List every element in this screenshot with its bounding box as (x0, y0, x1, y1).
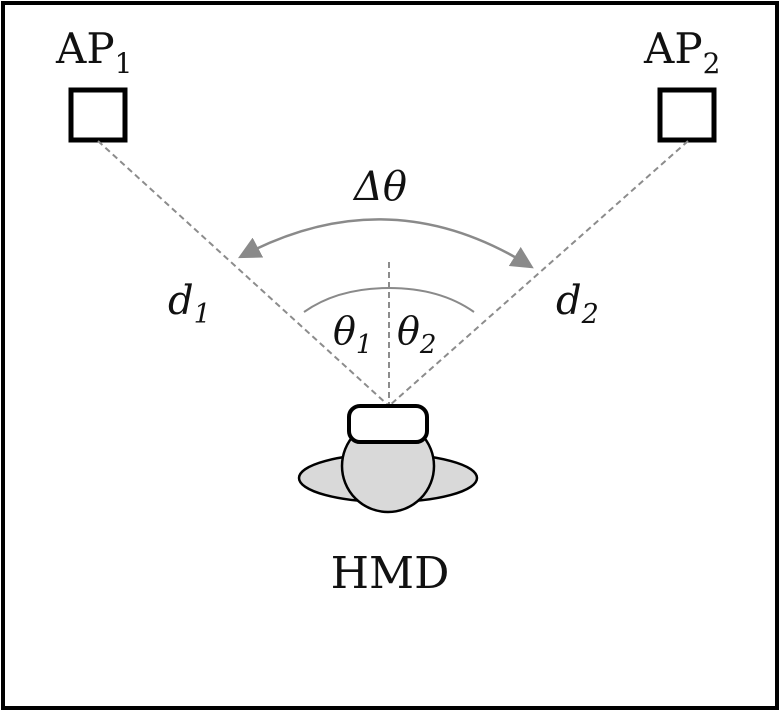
delta-theta-label: Δθ (352, 164, 407, 210)
distance-1-label: d1 (168, 278, 211, 330)
access-point-2: AP2 (643, 24, 720, 143)
access-point-1: AP1 (55, 24, 132, 143)
hmd-user (297, 404, 479, 514)
theta-1-label: θ1 (333, 309, 372, 360)
ap2-label: AP2 (643, 24, 720, 80)
hmd-headset (347, 404, 429, 444)
ap1-label: AP1 (55, 24, 132, 80)
hmd-label: HMD (331, 548, 450, 599)
theta-2-arc (388, 287, 475, 313)
theta-1-arc (303, 287, 390, 313)
delta-theta-arc (238, 218, 534, 269)
ap2-box (657, 87, 717, 143)
distance-2-label: d2 (556, 278, 599, 330)
ray-to-ap2 (388, 140, 689, 407)
theta-2-label: θ2 (397, 309, 436, 360)
ap1-box (68, 87, 128, 143)
ray-to-ap1 (97, 140, 390, 407)
